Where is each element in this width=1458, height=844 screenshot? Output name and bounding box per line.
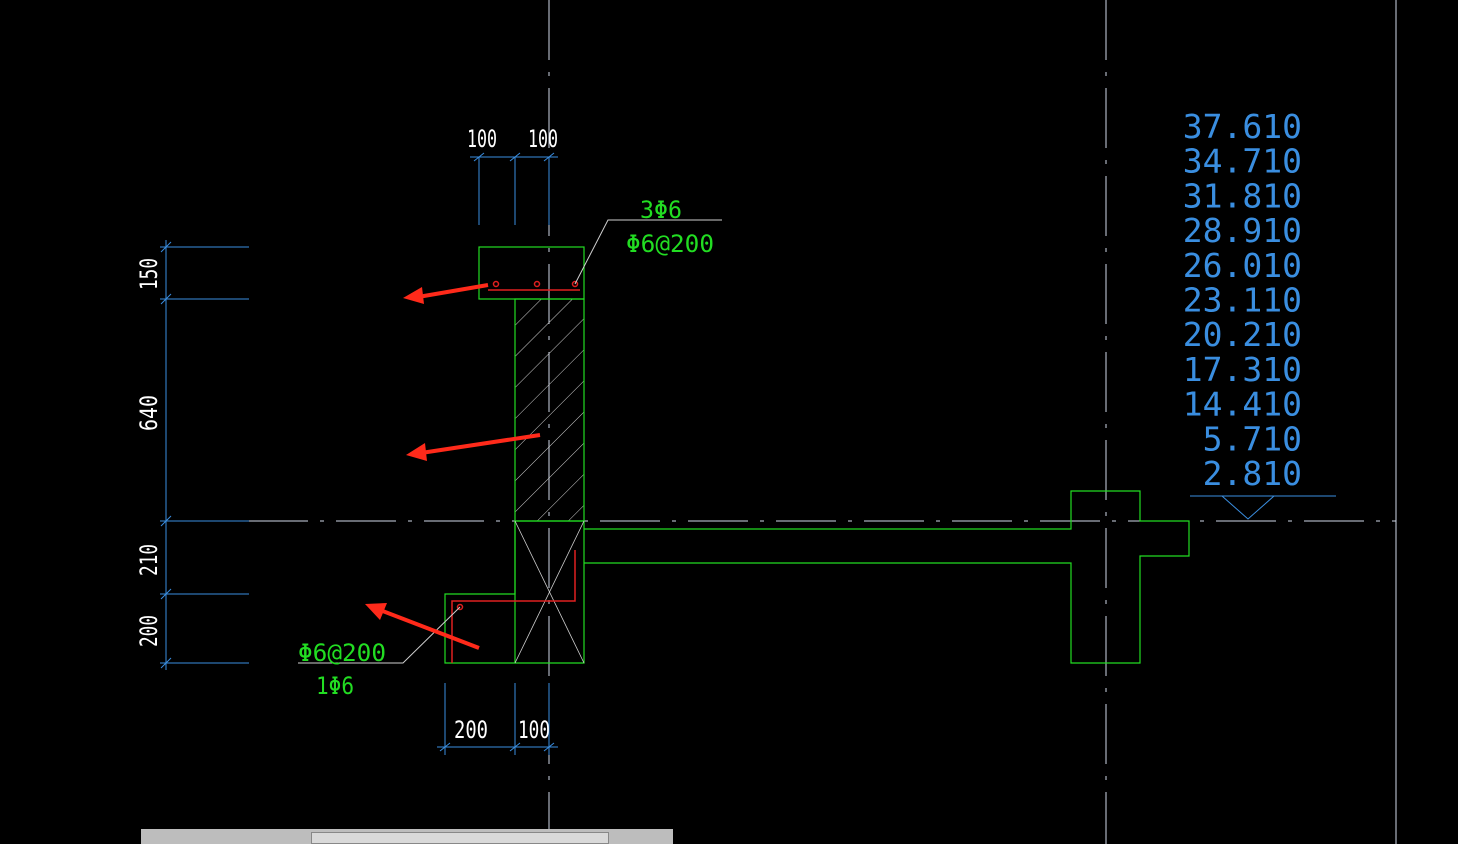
horizontal-scrollbar[interactable] (141, 829, 673, 844)
elevation-value: 37.610 (1183, 107, 1302, 146)
dim-bottom-left: 200 (454, 716, 488, 744)
rebar-label-top-2: Φ6@200 (626, 230, 714, 258)
axis-lines (160, 0, 1397, 844)
elevation-value: 14.410 (1183, 385, 1302, 424)
leader-lines (298, 219, 722, 664)
elevation-value: 28.910 (1183, 211, 1302, 250)
arrow-annotation-icon (406, 433, 541, 461)
arrow-annotation-icon (403, 283, 489, 304)
dim-vert-150: 150 (135, 258, 163, 290)
rebar-label-bottom-2: 1Φ6 (316, 672, 354, 700)
elevation-value: 31.810 (1183, 176, 1302, 215)
beam-cross-lines (514, 520, 585, 664)
coping-beam (478, 246, 585, 300)
rebar-labels: 3Φ6 Φ6@200 Φ6@200 1Φ6 (298, 196, 714, 700)
dim-vert-200: 200 (135, 615, 163, 647)
dimension-labels: 100 100 200 100 150 640 210 200 (135, 125, 558, 744)
structure-outline (444, 246, 1190, 664)
dimension-lines (160, 152, 1336, 755)
elevation-value: 17.310 (1183, 350, 1302, 389)
scrollbar-thumb[interactable] (311, 832, 609, 844)
arrow-annotation-icon (365, 603, 480, 650)
annotation-arrows (365, 283, 541, 650)
elevation-value: 20.210 (1183, 315, 1302, 354)
elevation-value: 5.710 (1203, 419, 1302, 458)
dim-bottom-right: 100 (518, 716, 550, 744)
dim-top-right: 100 (528, 125, 558, 153)
dim-vert-640: 640 (135, 395, 163, 431)
rebar-label-bottom-1: Φ6@200 (298, 639, 386, 667)
dim-vert-210: 210 (135, 544, 163, 576)
elevation-value: 26.010 (1183, 246, 1302, 285)
rebar-label-top-1: 3Φ6 (640, 196, 682, 224)
elevation-value: 34.710 (1183, 142, 1302, 181)
elevation-value: 23.110 (1183, 281, 1302, 320)
dim-top-left: 100 (467, 125, 497, 153)
rebar (451, 280, 580, 663)
elevation-value: 2.810 (1203, 454, 1302, 493)
slab (584, 490, 1190, 664)
elevation-list: 37.61034.71031.81028.91026.01023.11020.2… (1183, 107, 1302, 493)
parapet-wall (514, 298, 585, 522)
